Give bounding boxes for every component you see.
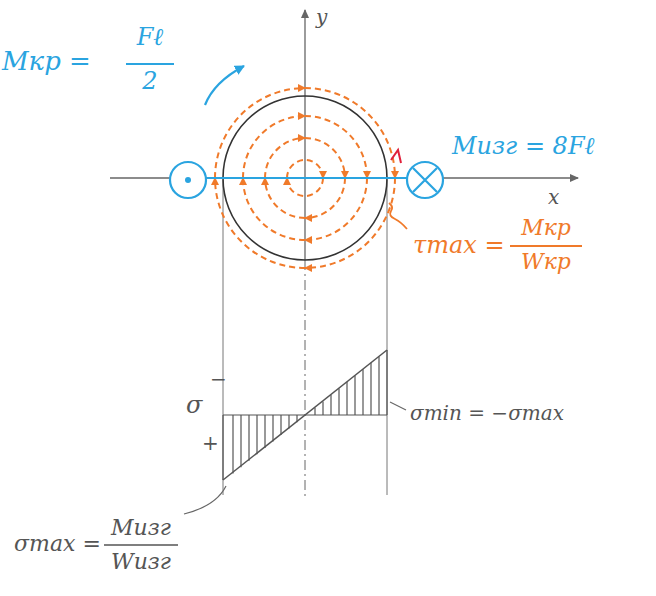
- axis-label: y: [316, 6, 327, 28]
- dot-symbol: [185, 177, 191, 183]
- leader-line: [184, 486, 226, 514]
- fraction-denominator: Wкр: [521, 250, 571, 274]
- sign-label: −: [210, 368, 227, 390]
- dot-symbol: [170, 162, 206, 198]
- center-line: [305, 260, 306, 500]
- torque-arrow: [205, 66, 244, 105]
- axis-label: x: [548, 186, 559, 208]
- fraction-numerator: Mкр: [521, 216, 571, 240]
- stress-label: σmax =: [14, 532, 101, 556]
- cross-symbol: [413, 168, 437, 192]
- fraction-denominator: 2: [142, 68, 157, 94]
- leader-line: [389, 203, 407, 229]
- projection-line: [223, 180, 224, 495]
- fraction-bar: [126, 63, 174, 65]
- cross-symbol: [407, 162, 443, 198]
- leader-line: [390, 402, 406, 410]
- stress-diagram: [223, 350, 387, 480]
- stress-label: τmax =: [413, 232, 505, 258]
- fraction-bar: [510, 245, 582, 247]
- y-axis: [304, 10, 305, 260]
- sign-label: +: [202, 432, 219, 454]
- axis-label: σ: [186, 392, 202, 418]
- fraction-denominator: Wизг: [111, 550, 171, 574]
- point-mark: [391, 150, 401, 163]
- stress-label: σmin = −σmax: [410, 402, 564, 424]
- fraction-numerator: Mизг: [111, 516, 171, 540]
- moment-label: Mкр =: [2, 47, 91, 76]
- neutral-line: [207, 177, 407, 179]
- projection-line: [387, 180, 388, 495]
- moment-label: Mизг = 8Fℓ: [452, 133, 595, 159]
- fraction-bar: [104, 544, 178, 546]
- fraction-numerator: Fℓ: [137, 24, 164, 50]
